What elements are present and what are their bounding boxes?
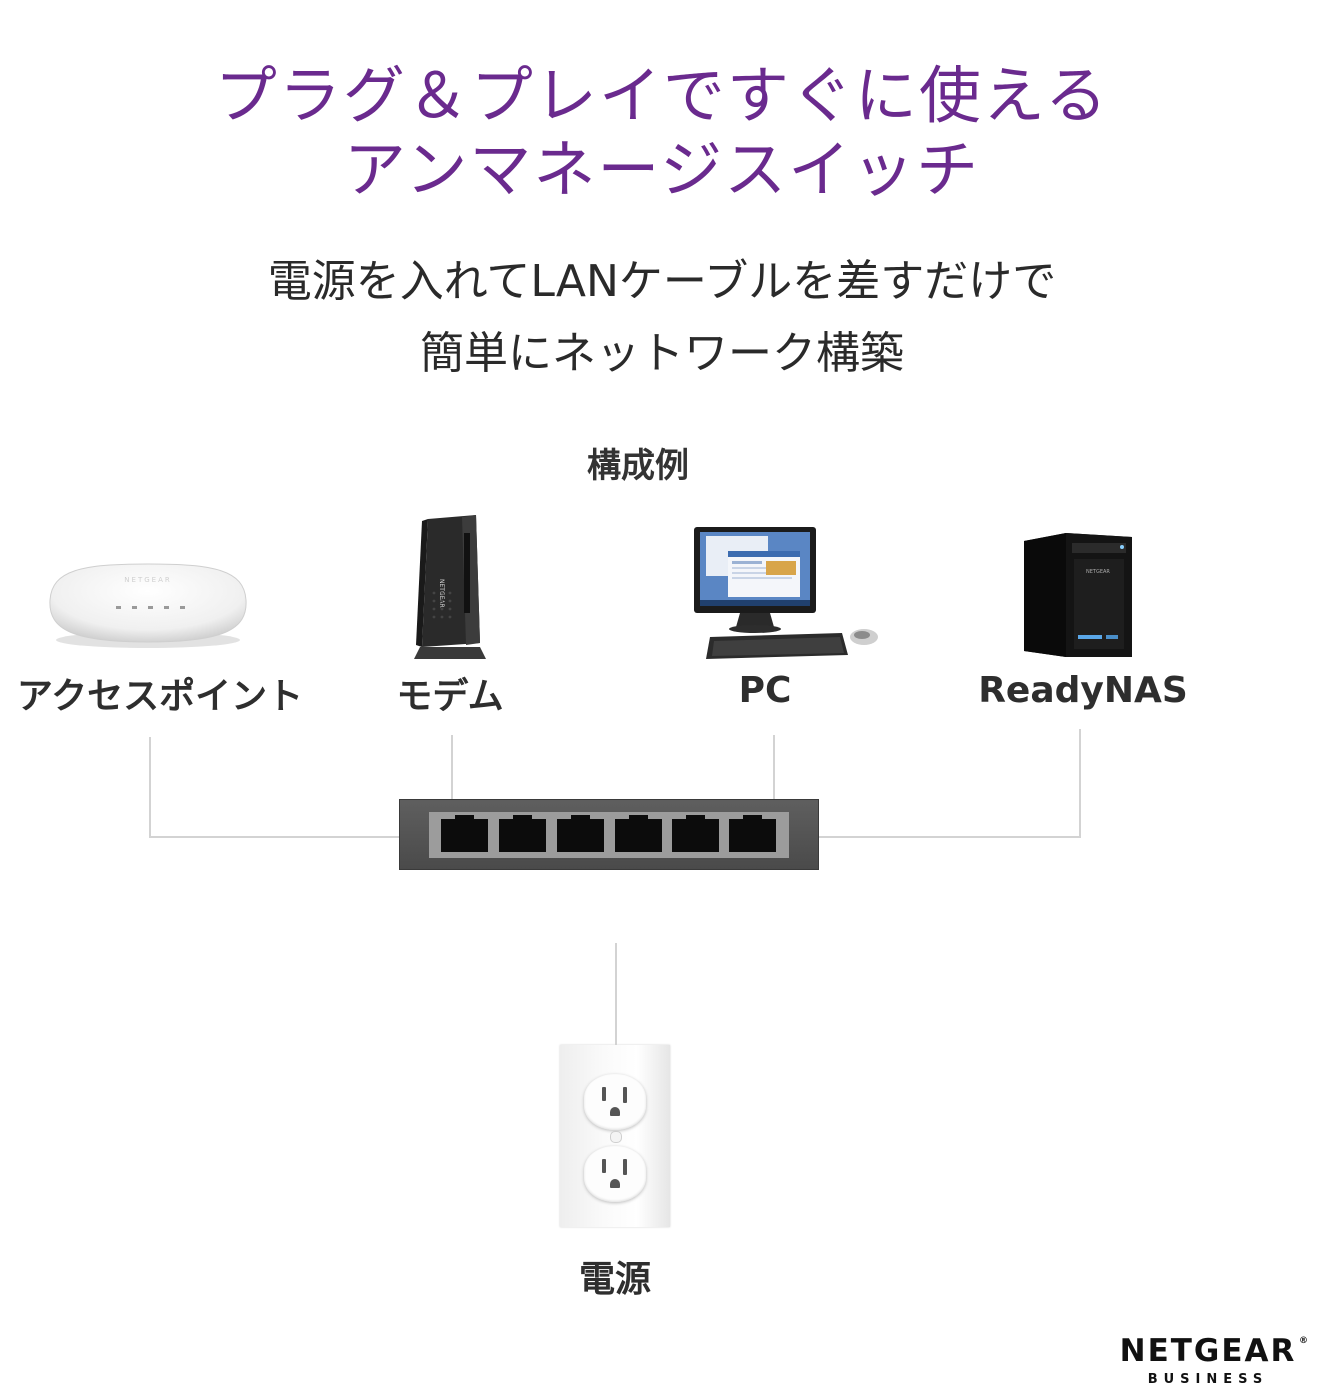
device-label-access-point: アクセスポイント	[16, 676, 304, 717]
device-label-nas: ReadyNAS	[978, 670, 1188, 711]
switch-port	[499, 815, 546, 852]
switch-port	[729, 815, 776, 852]
connector-line-access-point-horizontal	[149, 836, 401, 838]
outlet-screw	[610, 1131, 622, 1143]
netgear-logo: NETGEAR	[1119, 1333, 1297, 1369]
outlet-receptacle-bottom	[584, 1146, 646, 1202]
outlet-receptacle-top	[584, 1074, 646, 1130]
switch-port	[441, 815, 488, 852]
title-line-1: プラグ＆プレイですぐに使える	[214, 59, 1110, 132]
switch-port	[672, 815, 719, 852]
diagram-section-label: 構成例	[587, 446, 689, 486]
power-label: 電源	[578, 1259, 651, 1300]
ethernet-switch-icon	[399, 799, 819, 870]
netgear-logo-sub: BUSINESS	[1147, 1372, 1269, 1387]
connector-line-nas-horizontal	[818, 836, 1081, 838]
connector-line-modem	[451, 735, 453, 801]
switch-port	[615, 815, 662, 852]
connector-line-pc	[773, 735, 775, 801]
power-outlet-icon	[560, 1045, 670, 1227]
desktop-pc-icon	[692, 527, 884, 663]
logo-registered-mark: ®	[1299, 1336, 1308, 1346]
connector-line-nas-vertical	[1079, 729, 1081, 838]
title-line-2: アンマネージスイッチ	[343, 133, 981, 206]
subtitle-line-2: 簡単にネットワーク構築	[420, 328, 904, 379]
access-point-icon: NETGEAR	[42, 560, 254, 650]
modem-icon: NETGEAR	[408, 513, 492, 661]
connector-line-access-point-vertical	[149, 737, 151, 838]
switch-port-panel	[429, 812, 789, 858]
device-label-pc: PC	[738, 670, 792, 711]
switch-port	[557, 815, 604, 852]
subtitle-line-1: 電源を入れてLANケーブルを差すだけで	[267, 256, 1057, 307]
device-label-modem: モデム	[396, 676, 504, 717]
nas-icon: NETGEAR	[1020, 531, 1136, 659]
svg-text:NETGEAR: NETGEAR	[1086, 569, 1110, 575]
connector-line-power	[615, 943, 617, 1046]
access-point-brand: NETGEAR	[124, 576, 171, 584]
